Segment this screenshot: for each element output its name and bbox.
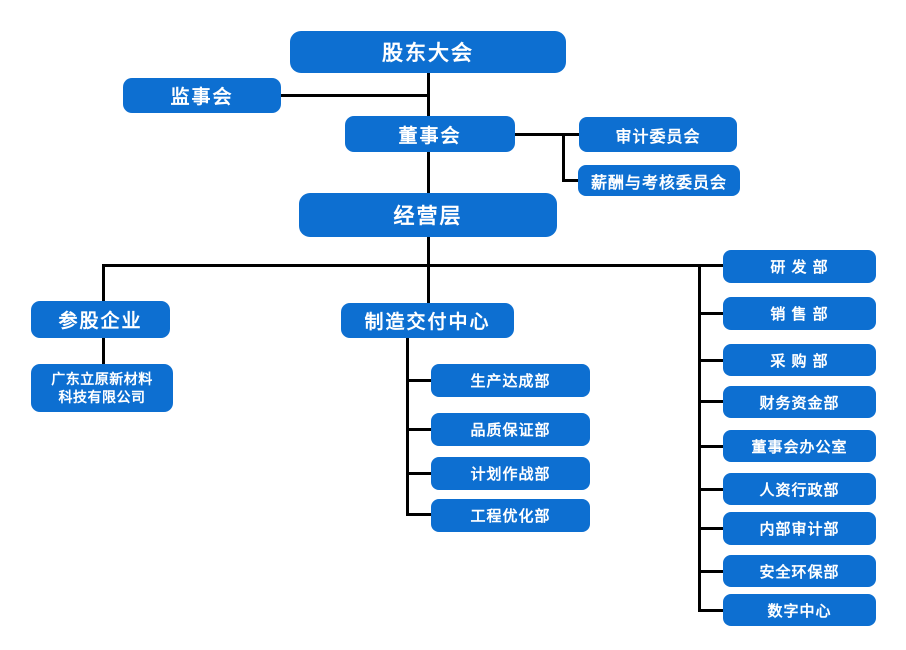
node-quality-assurance-dept: 品质保证部 [431, 413, 590, 446]
node-rnd-dept: 研 发 部 [723, 250, 876, 283]
connector-board-to-management [427, 152, 430, 194]
connector-to-internal-audit-dept [698, 527, 724, 530]
node-supervisory-board: 监事会 [123, 78, 281, 113]
connector-equity-to-company [102, 337, 105, 365]
node-board-office: 董事会办公室 [723, 430, 876, 462]
connector-to-board-office [698, 445, 724, 448]
node-equity-enterprises: 参股企业 [31, 301, 170, 338]
node-sales-dept: 销 售 部 [723, 297, 876, 330]
connector-manufacturing-drop [406, 337, 409, 516]
node-audit-committee: 审计委员会 [579, 117, 737, 152]
connector-to-quality-dept [406, 428, 432, 431]
connector-to-sales-dept [698, 312, 724, 315]
node-compensation-assessment-committee: 薪酬与考核委员会 [578, 165, 740, 196]
equity-company-name-line2: 科技有限公司 [58, 389, 146, 405]
connector-supervisory-branch [281, 94, 430, 97]
node-production-achievement-dept: 生产达成部 [431, 364, 590, 397]
node-planning-operations-dept: 计划作战部 [431, 457, 590, 490]
connector-to-finance-dept [698, 400, 724, 403]
connector-to-digital-center [698, 609, 724, 612]
connector-right-column-drop [698, 264, 701, 611]
node-procurement-dept: 采 购 部 [723, 344, 876, 376]
connector-to-planning-dept [406, 472, 432, 475]
node-internal-audit-dept: 内部审计部 [723, 512, 876, 545]
node-board-of-directors: 董事会 [345, 116, 515, 152]
node-equity-company: 广东立原新材料 科技有限公司 [31, 364, 173, 412]
node-finance-treasury-dept: 财务资金部 [723, 386, 876, 418]
connector-to-safety-dept [698, 570, 724, 573]
connector-management-to-bus [427, 236, 430, 267]
connector-to-compensation-committee [562, 179, 579, 182]
connector-drop-to-equity [102, 264, 105, 302]
node-safety-environment-dept: 安全环保部 [723, 555, 876, 587]
connector-main-bus [102, 264, 723, 267]
connector-board-to-audit-committee [515, 133, 579, 136]
node-hr-admin-dept: 人资行政部 [723, 473, 876, 505]
node-digital-center: 数字中心 [723, 594, 876, 626]
connector-to-procurement-dept [698, 359, 724, 362]
node-shareholders-meeting: 股东大会 [290, 31, 566, 73]
node-management-level: 经营层 [299, 193, 557, 237]
equity-company-name-line1: 广东立原新材料 [51, 370, 153, 387]
connector-to-hr-dept [698, 488, 724, 491]
connector-drop-to-manufacturing [427, 264, 430, 304]
connector-to-engineering-dept [406, 513, 432, 516]
connector-committee-drop [562, 133, 565, 182]
node-manufacturing-delivery-center: 制造交付中心 [341, 303, 514, 338]
node-engineering-optimization-dept: 工程优化部 [431, 499, 590, 532]
connector-to-production-dept [406, 379, 432, 382]
